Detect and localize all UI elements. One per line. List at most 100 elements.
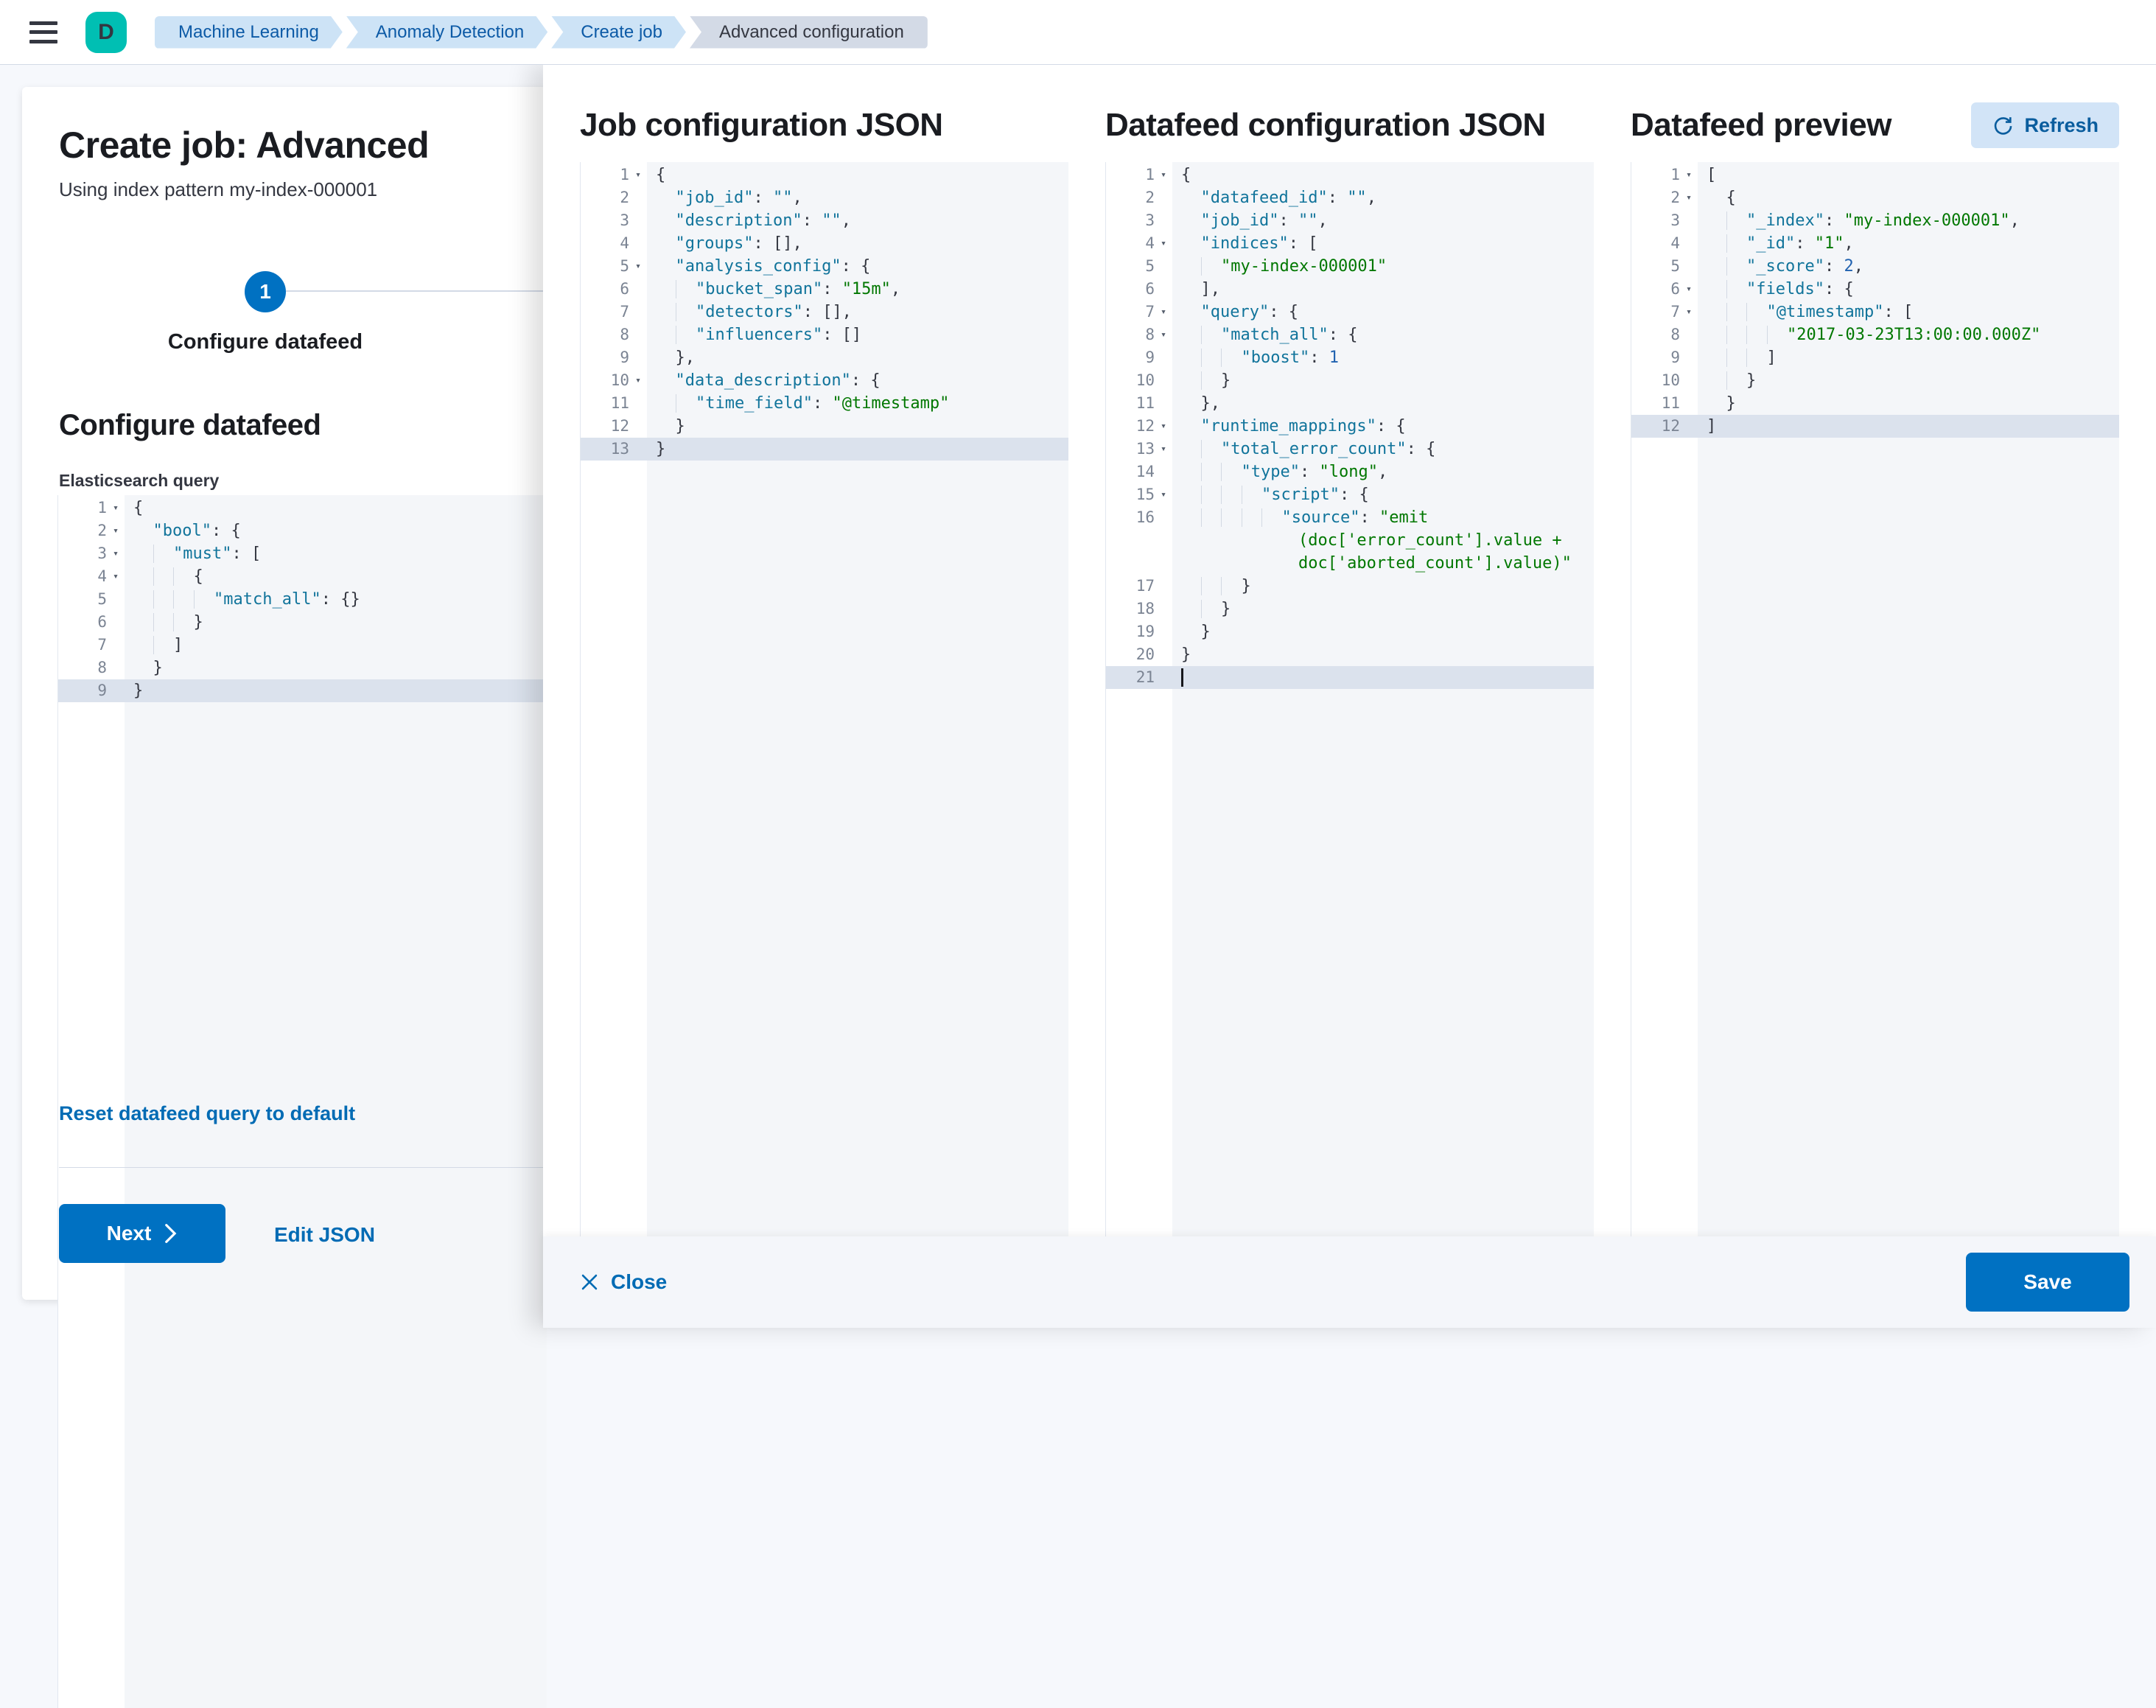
job-configuration-column: Job configuration JSON 1▾{2 "job_id": ""… — [580, 102, 1068, 1236]
fold-arrow-icon[interactable]: ▾ — [1161, 421, 1166, 432]
code-line: 10 } — [1106, 369, 1594, 392]
line-number: 1 — [1145, 166, 1155, 183]
next-button-label: Next — [106, 1222, 152, 1245]
line-number: 1 — [620, 166, 629, 183]
fold-arrow-icon[interactable]: ▾ — [1161, 169, 1166, 181]
code-line: 12] — [1631, 415, 2119, 438]
code-line: 2 "datafeed_id": "", — [1106, 186, 1594, 209]
line-number: 8 — [97, 659, 107, 676]
fold-arrow-icon[interactable]: ▾ — [635, 169, 641, 181]
line-number: 12 — [1135, 417, 1155, 435]
step-1-indicator[interactable]: 1 — [245, 271, 286, 312]
flyout-body: Job configuration JSON 1▾{2 "job_id": ""… — [543, 65, 2156, 1236]
code-line: 19 } — [1106, 620, 1594, 643]
line-number: 2 — [1145, 189, 1155, 206]
line-number: 11 — [1135, 394, 1155, 412]
fold-arrow-icon[interactable]: ▾ — [1161, 444, 1166, 455]
step-progress-line — [286, 290, 547, 292]
fold-arrow-icon[interactable]: ▾ — [1161, 329, 1166, 340]
line-number: 7 — [97, 636, 107, 654]
line-number: 3 — [1670, 211, 1680, 229]
line-number: 11 — [610, 394, 629, 412]
line-number: 8 — [1670, 326, 1680, 343]
fold-arrow-icon[interactable]: ▾ — [635, 261, 641, 272]
breadcrumb-machine-learning[interactable]: Machine Learning — [155, 16, 343, 49]
job-configuration-editor[interactable]: 1▾{2 "job_id": "",3 "description": "",4 … — [580, 162, 1068, 1236]
edit-json-link[interactable]: Edit JSON — [274, 1223, 375, 1246]
fold-arrow-icon[interactable]: ▾ — [113, 548, 119, 559]
code-line: 1▾{ — [58, 497, 547, 519]
datafeed-preview-editor[interactable]: 1▾[2▾ {3 "_index": "my-index-000001",4 "… — [1631, 162, 2119, 1236]
line-number: 3 — [1145, 211, 1155, 229]
space-avatar[interactable]: D — [85, 11, 127, 53]
code-line: 13▾ "total_error_count": { — [1106, 438, 1594, 461]
breadcrumb: Machine Learning Anomaly Detection Creat… — [155, 15, 931, 49]
code-line: 6 "bucket_span": "15m", — [581, 278, 1068, 301]
code-line: 8 "2017-03-23T13:00:00.000Z" — [1631, 323, 2119, 346]
app-header: D Machine Learning Anomaly Detection Cre… — [0, 0, 2156, 65]
line-number: 2 — [620, 189, 629, 206]
fold-arrow-icon[interactable]: ▾ — [113, 503, 119, 514]
reset-datafeed-query-link[interactable]: Reset datafeed query to default — [59, 1102, 356, 1124]
fold-arrow-icon[interactable]: ▾ — [635, 375, 641, 386]
chevron-right-icon — [165, 1224, 177, 1243]
index-pattern-subtitle: Using index pattern my-index-000001 — [59, 178, 378, 200]
fold-arrow-icon[interactable]: ▾ — [113, 525, 119, 536]
code-line: 10▾ "data_description": { — [581, 369, 1068, 392]
code-line: 5 "match_all": {} — [58, 588, 547, 611]
code-line: 6 } — [58, 611, 547, 634]
code-line: 1▾{ — [1106, 164, 1594, 186]
next-button[interactable]: Next — [59, 1204, 225, 1263]
breadcrumb-create-job[interactable]: Create job — [551, 16, 686, 49]
line-number: 7 — [1145, 303, 1155, 321]
line-number: 10 — [1661, 371, 1680, 389]
line-number: 16 — [1135, 508, 1155, 526]
code-line: 18 } — [1106, 598, 1594, 620]
fold-arrow-icon[interactable]: ▾ — [1686, 284, 1692, 295]
code-line: 6 ], — [1106, 278, 1594, 301]
code-line: doc['aborted_count'].value)" — [1298, 554, 1572, 573]
create-job-wizard-panel: Create job: Advanced Using index pattern… — [22, 87, 547, 1708]
line-number: 9 — [1670, 349, 1680, 366]
datafeed-configuration-column: Datafeed configuration JSON 1▾{2 "datafe… — [1105, 102, 1594, 1236]
line-number: 4 — [97, 567, 107, 585]
code-line: 9 "boost": 1 — [1106, 346, 1594, 369]
fold-arrow-icon[interactable]: ▾ — [1686, 169, 1692, 181]
elasticsearch-query-editor[interactable]: 1▾{2▾ "bool": {3▾ "must": [4▾ {5 "match_… — [57, 495, 547, 1708]
code-line: 1▾[ — [1631, 164, 2119, 186]
code-line: 1▾{ — [581, 164, 1068, 186]
code-line: 4 "groups": [], — [581, 232, 1068, 255]
code-line: 3 "description": "", — [581, 209, 1068, 232]
flyout-footer: Close Save — [543, 1236, 2156, 1328]
code-line: 12 } — [581, 415, 1068, 438]
fold-arrow-icon[interactable]: ▾ — [1161, 489, 1166, 500]
code-line: 8 } — [58, 657, 547, 679]
code-line: 14 "type": "long", — [1106, 461, 1594, 483]
fold-arrow-icon[interactable]: ▾ — [1686, 192, 1692, 203]
fold-arrow-icon[interactable]: ▾ — [1686, 307, 1692, 318]
text-cursor — [1181, 668, 1183, 687]
save-button[interactable]: Save — [1966, 1253, 2129, 1312]
datafeed-configuration-editor[interactable]: 1▾{2 "datafeed_id": "",3 "job_id": "",4▾… — [1105, 162, 1594, 1236]
code-line: 6▾ "fields": { — [1631, 278, 2119, 301]
fold-arrow-icon[interactable]: ▾ — [1161, 238, 1166, 249]
code-line: 5▾ "analysis_config": { — [581, 255, 1068, 278]
line-number: 5 — [620, 257, 629, 275]
line-number: 4 — [1670, 234, 1680, 252]
close-button[interactable]: Close — [580, 1270, 667, 1294]
fold-arrow-icon[interactable]: ▾ — [1161, 307, 1166, 318]
refresh-button-label: Refresh — [2024, 113, 2099, 136]
breadcrumb-anomaly-detection[interactable]: Anomaly Detection — [346, 16, 547, 49]
menu-icon[interactable] — [29, 21, 57, 43]
datafeed-preview-title: Datafeed preview — [1631, 107, 1891, 143]
line-number: 15 — [1135, 486, 1155, 503]
code-line: 5 "_score": 2, — [1631, 255, 2119, 278]
line-number: 18 — [1135, 600, 1155, 617]
code-line: 2 "job_id": "", — [581, 186, 1068, 209]
fold-arrow-icon[interactable]: ▾ — [113, 571, 119, 582]
code-line: 16 "source": "emit — [1106, 506, 1594, 529]
code-line: 9 ] — [1631, 346, 2119, 369]
line-number: 19 — [1135, 623, 1155, 640]
line-number: 2 — [1670, 189, 1680, 206]
refresh-button[interactable]: Refresh — [1971, 102, 2119, 148]
